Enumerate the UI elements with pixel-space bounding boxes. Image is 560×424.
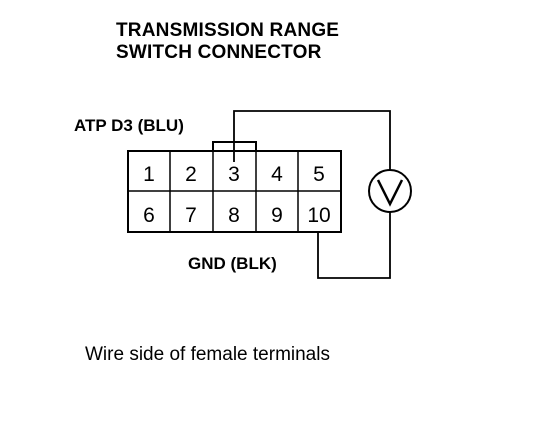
caption-wire-side: Wire side of female terminals (85, 344, 330, 365)
terminal-4: 4 (271, 163, 283, 186)
connector-cell-dividers (169, 151, 299, 232)
terminal-1: 1 (143, 163, 155, 186)
terminal-5: 5 (313, 163, 325, 186)
terminal-2: 2 (185, 163, 197, 186)
diagram-title: TRANSMISSION RANGE SWITCH CONNECTOR (116, 20, 339, 64)
terminal-7: 7 (185, 204, 197, 227)
title-line-2: SWITCH CONNECTOR (116, 42, 322, 63)
probe-wire-terminal-3 (233, 110, 391, 170)
voltmeter-icon (368, 169, 412, 213)
title-line-1: TRANSMISSION RANGE (116, 20, 340, 41)
terminal-3: 3 (228, 163, 240, 186)
terminal-8: 8 (228, 204, 240, 227)
terminal-6: 6 (143, 204, 155, 227)
terminal-9: 9 (271, 204, 283, 227)
probe-wire-terminal-10 (317, 212, 391, 279)
terminal-10: 10 (307, 204, 330, 227)
gnd-label: GND (BLK) (188, 254, 277, 273)
atp-d3-label: ATP D3 (BLU) (74, 116, 184, 135)
